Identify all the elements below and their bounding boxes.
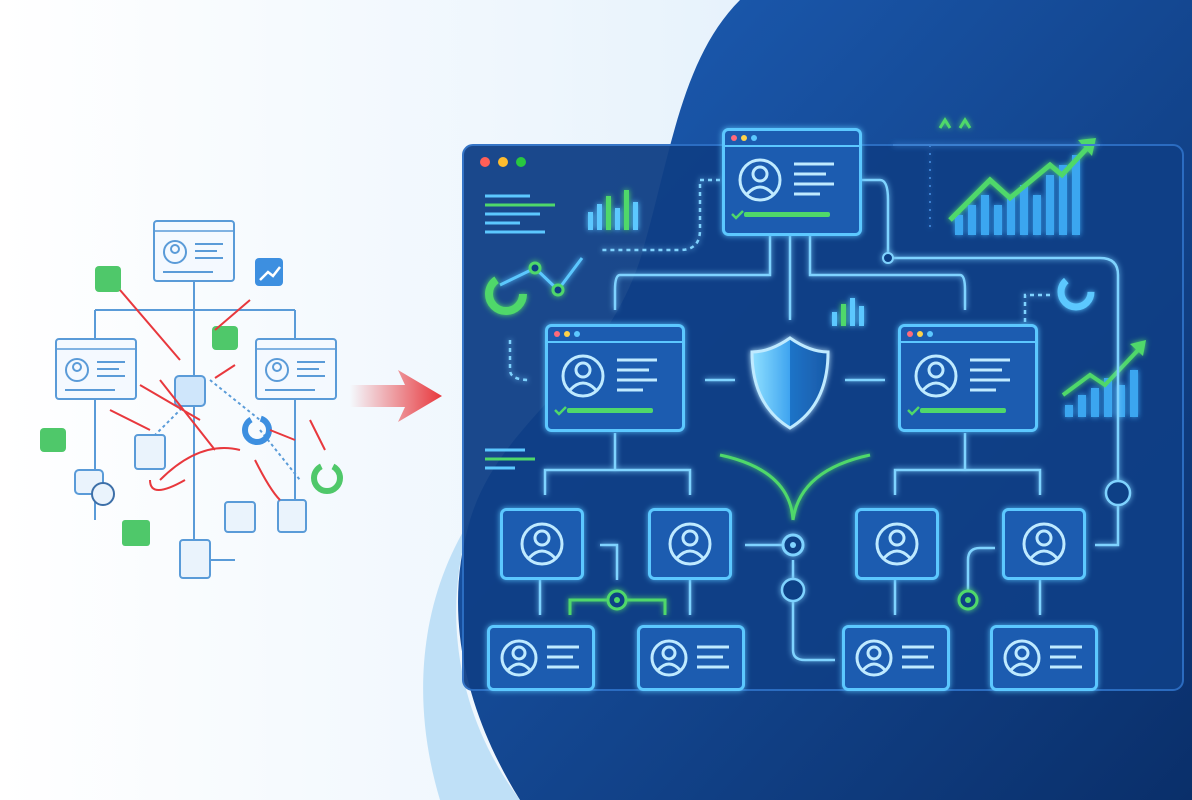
shield-icon (750, 336, 830, 430)
avatar-node[interactable] (500, 508, 584, 580)
profile-card-icon (55, 338, 137, 400)
profile-card-icon (255, 338, 337, 400)
bar-chart-icon (588, 190, 864, 326)
sidebar-lines-icon (485, 194, 555, 470)
window-close-dot (480, 157, 490, 167)
mail-icon (224, 501, 256, 533)
window-max-dot (516, 157, 526, 167)
clipboard-icon (277, 499, 307, 533)
line-chart-icon (499, 257, 584, 297)
document-icon (134, 434, 166, 470)
donut-chart-icon (311, 462, 343, 494)
clock-icon (91, 482, 115, 506)
avatar-node[interactable] (855, 508, 939, 580)
avatar-node[interactable] (1002, 508, 1086, 580)
monitor-icon (40, 428, 66, 452)
background-blob-edge (423, 520, 520, 800)
left-messy-diagram (40, 220, 343, 579)
profile-card-top[interactable] (722, 128, 862, 236)
window-min-dot (498, 157, 508, 167)
trend-chart-icon (1061, 340, 1146, 417)
server-icon (174, 375, 206, 407)
profile-card-small[interactable] (487, 625, 595, 691)
profile-card-small[interactable] (842, 625, 950, 691)
arrow-right-icon (350, 370, 442, 422)
avatar-node[interactable] (648, 508, 732, 580)
trend-chart-icon (893, 117, 1100, 235)
profile-card-small[interactable] (990, 625, 1098, 691)
profile-card-icon (153, 220, 235, 282)
node-dots (606, 252, 1132, 611)
profile-card-left[interactable] (545, 323, 685, 433)
bulb-icon (212, 326, 238, 350)
donut-chart-icon (1057, 273, 1095, 311)
profile-card-small[interactable] (637, 625, 745, 691)
profile-card-right[interactable] (898, 323, 1038, 433)
red-tangled-arrows (109, 289, 326, 501)
presentation-icon (122, 520, 150, 546)
donut-chart-icon (485, 273, 527, 315)
donut-chart-icon (242, 415, 272, 445)
bar-chart-icon (95, 266, 121, 292)
document-icon (179, 539, 211, 579)
